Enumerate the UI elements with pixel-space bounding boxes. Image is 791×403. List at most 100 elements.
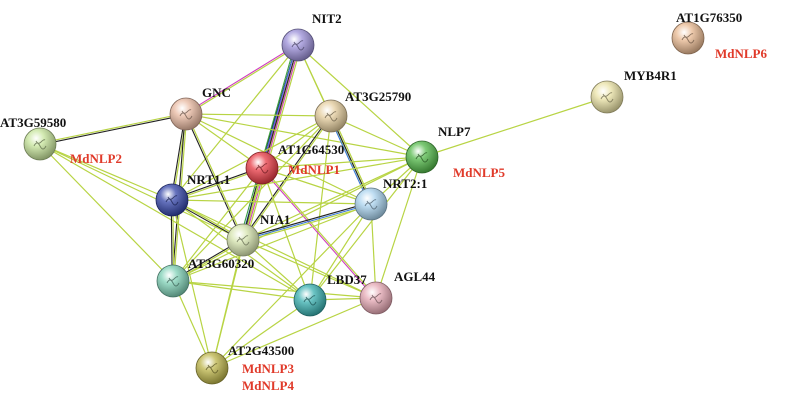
node-agl44[interactable]: AGL44 <box>359 269 436 315</box>
node-sphere[interactable] <box>354 187 388 221</box>
node-sphere[interactable] <box>155 183 189 217</box>
node-label: NIA1 <box>260 212 290 227</box>
protein-structure-icon <box>324 111 338 122</box>
edge-AT3G59580-NIA1 <box>39 143 244 241</box>
edge-AT3G59580-AT3G60320 <box>39 143 174 282</box>
edge-LBD37-AT2G43500 <box>211 299 311 369</box>
node-at3g60320[interactable]: AT3G60320 <box>156 256 254 298</box>
node-sphere[interactable] <box>226 223 260 257</box>
edge-line-yellowgreen <box>172 280 377 299</box>
node-nia1[interactable]: NIA1 <box>226 212 290 257</box>
edge-AT1G64530-NLP7 <box>261 156 423 169</box>
protein-structure-icon <box>364 199 378 210</box>
edge-line-magenta <box>260 168 376 299</box>
edge-NIA1-AT2G43500 <box>211 239 244 369</box>
node-label: NRT1.1 <box>187 172 230 187</box>
edge-line-yellowgreen <box>39 143 244 241</box>
edge-line-yellowgreen <box>211 299 311 369</box>
edge-NLP7-NRT1.1 <box>171 156 423 201</box>
node-gnc[interactable]: GNC <box>169 85 231 131</box>
node-label: LBD37 <box>327 272 367 287</box>
edge-line-yellowgreen <box>242 156 423 241</box>
edge-NRT2:1-AT2G43500 <box>211 203 372 369</box>
edge-line-yellowgreen <box>330 115 423 158</box>
edge-line-yellowgreen <box>39 143 173 201</box>
protein-structure-icon <box>255 163 269 174</box>
edge-NRT2:1-LBD37 <box>309 203 372 301</box>
edge-AT1G64530-AGL44 <box>260 167 378 299</box>
edge-line-yellowgreen <box>39 143 174 282</box>
edge-line-black <box>241 115 331 240</box>
node-nrt1-1[interactable]: NRT1.1 <box>155 172 230 217</box>
protein-structure-icon <box>369 293 383 304</box>
edge-line-green <box>239 43 296 240</box>
edge-NIA1-AGL44 <box>242 239 377 299</box>
edge-NLP7-MYB4R1 <box>421 96 608 158</box>
node-alias-label: MdNLP5 <box>453 165 506 180</box>
edge-layer <box>39 43 608 369</box>
edge-line-yellowgreen <box>172 115 332 282</box>
node-sphere[interactable] <box>245 151 279 185</box>
edge-line-yellowgreen <box>297 44 423 158</box>
node-myb4r1[interactable]: MYB4R1 <box>590 68 677 114</box>
edge-line-yellowgreen <box>309 156 423 301</box>
edge-line-yellowgreen <box>172 203 372 282</box>
edge-AT3G59580-NRT1.1 <box>39 143 173 201</box>
edge-line-yellowgreen <box>172 280 311 301</box>
edge-line-magenta <box>244 45 301 241</box>
node-alias-label: MdNLP3 <box>242 361 295 376</box>
node-label: AT3G59580 <box>0 115 66 130</box>
node-alias-label: MdNLP2 <box>70 151 122 166</box>
edge-AT3G60320-LBD37 <box>172 280 311 301</box>
edge-NLP7-AT3G60320 <box>172 156 423 282</box>
node-sphere[interactable] <box>590 80 624 114</box>
node-sphere[interactable] <box>156 264 190 298</box>
edge-line-yellowgreen <box>171 199 372 205</box>
edge-AT3G25790-AT3G60320 <box>172 115 332 282</box>
protein-structure-icon <box>33 139 47 150</box>
protein-structure-icon <box>166 276 180 287</box>
node-nit2[interactable]: NIT2 <box>281 11 342 62</box>
edge-line-black <box>40 114 187 146</box>
edge-line-yellowgreen <box>245 45 302 242</box>
node-sphere[interactable] <box>405 140 439 174</box>
node-sphere[interactable] <box>281 28 315 62</box>
edge-line-yellowgreen <box>242 239 377 299</box>
edge-line-yellowgreen <box>261 156 423 169</box>
node-lbd37[interactable]: LBD37 <box>293 272 367 317</box>
edge-line-magenta <box>185 43 298 114</box>
node-sphere[interactable] <box>314 99 348 133</box>
node-at3g25790[interactable]: AT3G25790 <box>314 89 411 133</box>
node-sphere[interactable] <box>169 97 203 131</box>
edge-line-yellowgreen <box>171 156 423 201</box>
edge-line-yellowgreen <box>185 113 332 117</box>
node-label: AT3G25790 <box>345 89 411 104</box>
node-sphere[interactable] <box>671 21 705 55</box>
edge-line-yellowgreen <box>39 143 311 301</box>
node-sphere[interactable] <box>359 281 393 315</box>
node-sphere[interactable] <box>23 127 57 161</box>
edge-line-yellowgreen <box>185 113 372 205</box>
node-label: NRT2:1 <box>383 176 427 191</box>
edge-line-yellowgreen <box>39 112 186 144</box>
edge-NRT1.1-AGL44 <box>171 199 377 299</box>
node-alias-label: MdNLP4 <box>242 378 295 393</box>
node-sphere[interactable] <box>293 283 327 317</box>
edge-line-yellowgreen <box>243 116 333 241</box>
node-label: MYB4R1 <box>624 68 677 83</box>
node-label: GNC <box>202 85 231 100</box>
edge-line-yellowgreen <box>421 96 608 158</box>
node-nrt2-1[interactable]: NRT2:1 <box>354 176 427 221</box>
node-label: AT1G76350 <box>676 10 742 25</box>
edge-NRT1.1-NRT2:1 <box>171 199 372 205</box>
edge-line-yellowgreen <box>262 167 378 298</box>
edge-line-yellowgreen <box>211 297 377 369</box>
node-sphere[interactable] <box>195 351 229 385</box>
